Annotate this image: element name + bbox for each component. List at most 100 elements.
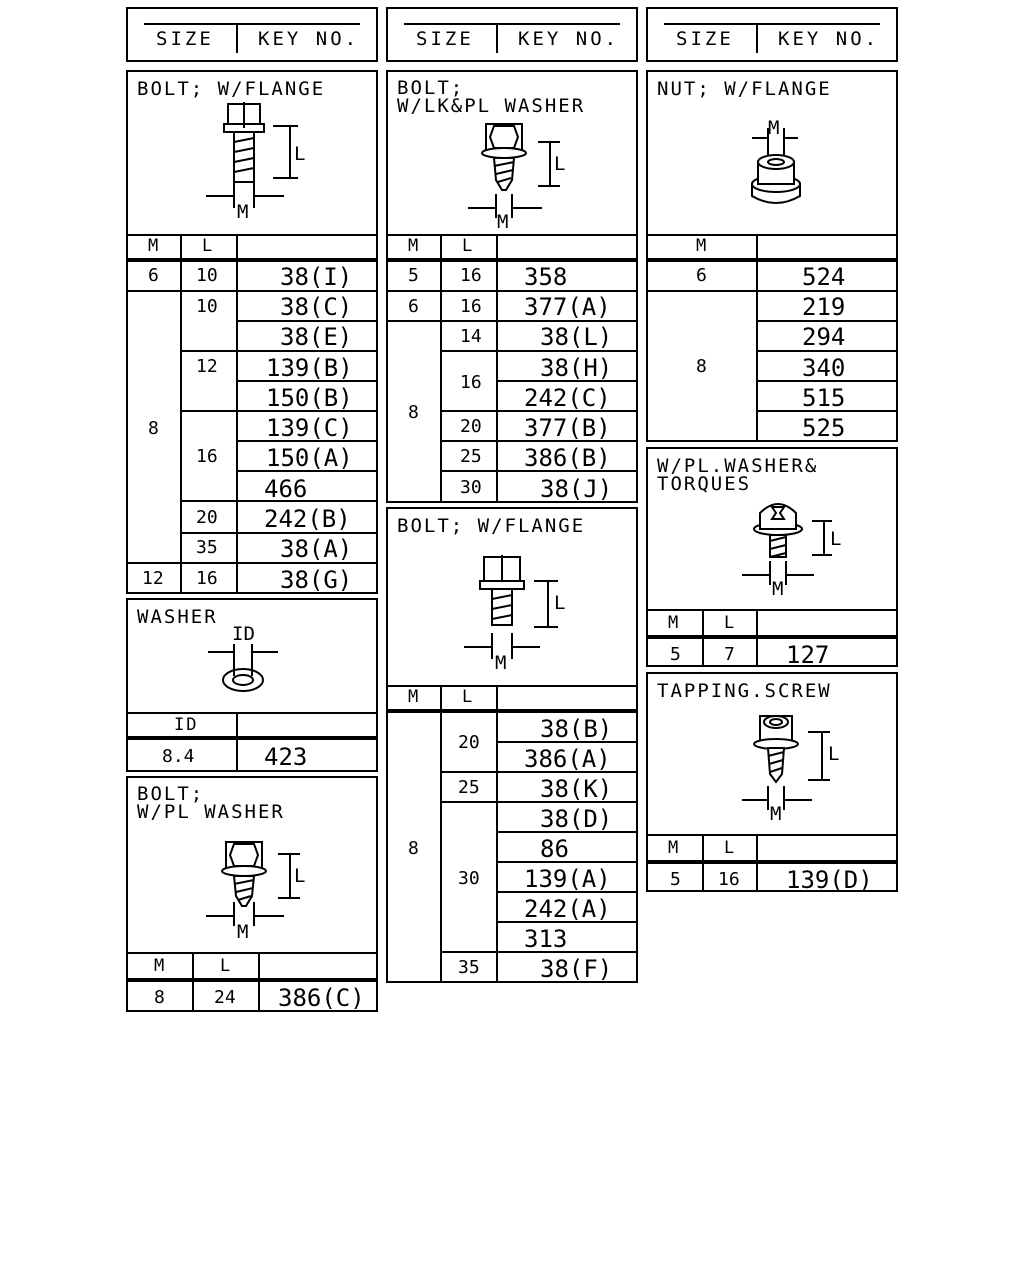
key-no-value: 358	[524, 263, 568, 291]
m-value: 8	[408, 402, 419, 423]
dim-m-label: M	[495, 652, 506, 674]
l-value: 16	[460, 265, 482, 286]
flange-bolt-icon: L M	[206, 102, 305, 223]
m-value: 8	[154, 987, 165, 1008]
key-no-value: 38(B)	[540, 715, 613, 743]
key-no-value: 340	[802, 354, 846, 382]
bolt-lk-pl-washer-section: BOLT; W/LK&PL WASHER L M M L 5 6 8 16 16…	[386, 70, 638, 503]
l-value: 16	[196, 446, 218, 467]
size-label: SIZE	[676, 28, 734, 50]
section-title-line-2: W/LK&PL WASHER	[397, 95, 586, 117]
l-value: 24	[214, 987, 236, 1008]
torx-bolt-icon: L M	[742, 503, 841, 600]
l-value: 16	[196, 568, 218, 589]
section-title: BOLT; W/FLANGE	[397, 515, 586, 537]
dim-id-label: ID	[232, 623, 255, 645]
l-value: 20	[460, 416, 482, 437]
m-value: 5	[670, 869, 681, 890]
key-no-value: 38(D)	[540, 805, 613, 833]
key-no-value: 38(G)	[280, 566, 353, 594]
col-m-header: M	[408, 236, 421, 256]
col-l-header: L	[462, 687, 475, 707]
l-value: 10	[196, 296, 218, 317]
bolt-flange-section: BOLT; W/FLANGE L M M L 6 8 12 10 10 12 1	[126, 70, 378, 594]
col-l-header: L	[462, 236, 475, 256]
l-value: 16	[460, 372, 482, 393]
dim-m-label: M	[772, 578, 783, 600]
key-no-value: 515	[802, 384, 846, 412]
m-value: 8	[408, 838, 419, 859]
l-value: 20	[196, 507, 218, 528]
m-value: 12	[142, 568, 164, 589]
key-no-value: 313	[524, 925, 568, 953]
col-l-header: L	[724, 838, 737, 858]
key-no-value: 139(D)	[786, 866, 873, 894]
key-no-value: 150(A)	[266, 444, 353, 472]
key-no-value: 38(I)	[280, 263, 353, 291]
l-value: 16	[460, 296, 482, 317]
m-value: 6	[148, 265, 159, 286]
col-m-header: M	[148, 236, 161, 256]
key-no-value: 38(L)	[540, 323, 613, 351]
key-no-value: 38(E)	[280, 323, 353, 351]
tapping-screw-icon: L M	[742, 715, 839, 825]
col-l-header: L	[724, 613, 737, 633]
size-label: SIZE	[416, 28, 474, 50]
size-header-1: SIZE KEY NO.	[126, 7, 378, 62]
key-no-label: KEY NO.	[258, 28, 360, 50]
col-l-header: L	[202, 236, 215, 256]
key-no-value: 386(B)	[524, 444, 611, 472]
key-no-value: 38(K)	[540, 775, 613, 803]
flange-nut-icon: M	[751, 117, 801, 204]
m-value: 6	[408, 296, 419, 317]
dim-l-label: L	[828, 743, 839, 765]
section-title-line-1: W/PL.WASHER&	[657, 455, 819, 477]
m-value: 5	[670, 644, 681, 665]
key-no-value: 38(J)	[540, 475, 613, 503]
key-no-value: 525	[802, 414, 846, 442]
lk-pl-washer-bolt-icon: L M	[468, 123, 565, 233]
dim-l-label: L	[294, 143, 305, 165]
m-value: 8	[148, 418, 159, 439]
l-value: 25	[458, 777, 480, 798]
flange-bolt-icon: L M	[464, 555, 565, 674]
size-header-3: SIZE KEY NO.	[646, 7, 898, 62]
dim-m-label: M	[497, 211, 508, 233]
m-value: 6	[696, 265, 707, 286]
key-no-value: 377(A)	[524, 293, 611, 321]
col-m-header: M	[668, 613, 681, 633]
id-value: 8.4	[162, 746, 195, 767]
key-no-value: 423	[264, 743, 308, 771]
key-no-value: 127	[786, 641, 830, 669]
key-no-value: 242(A)	[524, 895, 611, 923]
l-value: 10	[196, 265, 218, 286]
dim-l-label: L	[294, 865, 305, 887]
dim-m-label: M	[237, 201, 248, 223]
key-no-label: KEY NO.	[778, 28, 880, 50]
section-title: TAPPING.SCREW	[657, 680, 832, 702]
key-no-value: 38(H)	[540, 354, 613, 382]
l-value: 30	[458, 868, 480, 889]
l-value: 25	[460, 446, 482, 467]
col-id-header: ID	[174, 715, 199, 735]
key-no-value: 86	[540, 835, 569, 863]
pl-washer-torques-section: W/PL.WASHER& TORQUES L M M L 5 7 127	[646, 447, 898, 667]
l-value: 7	[724, 644, 735, 665]
l-value: 20	[458, 732, 480, 753]
l-value: 35	[458, 957, 480, 978]
size-label: SIZE	[156, 28, 214, 50]
section-title: BOLT; W/FLANGE	[137, 78, 326, 100]
key-no-value: 242(B)	[264, 505, 351, 533]
key-no-label: KEY NO.	[518, 28, 620, 50]
dim-l-label: L	[554, 153, 565, 175]
dim-m-label: M	[237, 921, 248, 943]
key-no-value: 242(C)	[524, 384, 611, 412]
size-header-2: SIZE KEY NO.	[386, 7, 638, 62]
col-m-header: M	[696, 236, 709, 256]
nut-flange-section: NUT; W/FLANGE M M 6 8 524 219 294 340 51…	[646, 70, 898, 442]
dim-l-label: L	[830, 528, 841, 550]
l-value: 35	[196, 537, 218, 558]
l-value: 12	[196, 356, 218, 377]
m-value: 5	[408, 265, 419, 286]
dim-m-label: M	[768, 117, 779, 139]
